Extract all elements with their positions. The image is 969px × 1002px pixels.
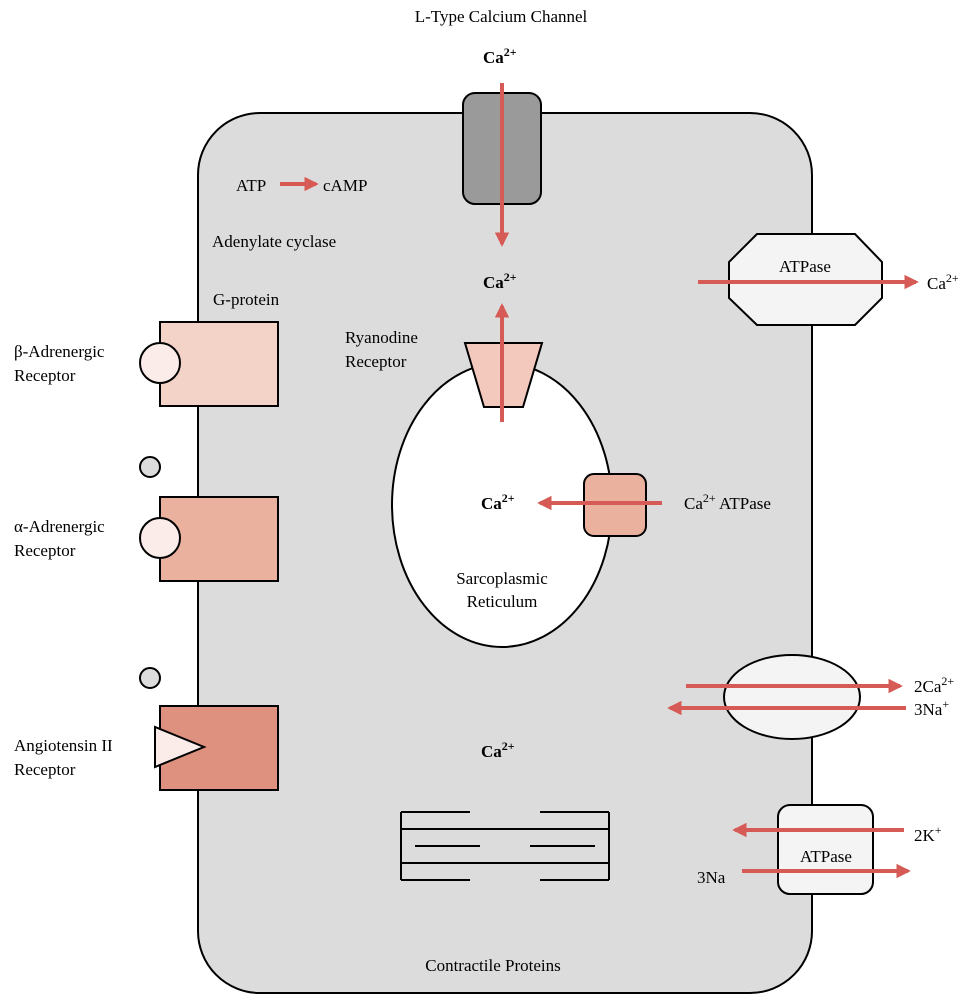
exchanger-na-label: 3Na+ [914,697,949,719]
na-ca-exchanger [723,654,861,740]
ryanodine-receptor-label: Ryanodine [345,328,418,347]
sr-label: Sarcoplasmic [456,569,548,588]
atp-label: ATP [236,176,266,195]
nak-k-label: 2K+ [914,823,942,845]
membrane-atpase-ca-label: Ca2+ [927,271,959,293]
angiotensin-receptor-label: Angiotensin II [14,736,113,755]
contractile-proteins-icon [400,811,610,881]
angiotensin-receptor-label-line2: Receptor [14,760,76,779]
nak-atpase-label: ATPase [800,847,852,866]
beta-receptor-label: β-Adrenergic [14,342,105,361]
serca-label: Ca2+ ATPase [684,491,771,513]
adenylate-cyclase-label: Adenylate cyclase [212,232,336,251]
alpha-ligand-site [139,517,181,559]
exchanger-ca-label: 2Ca2+ [914,674,954,696]
beta-receptor-label-line2: Receptor [14,366,76,385]
camp-label: cAMP [323,176,367,195]
l-type-channel-label: L-Type Calcium Channel [415,7,588,26]
sr-label-line2: Reticulum [467,592,538,611]
membrane-atpase-label: ATPase [779,257,831,276]
ryanodine-receptor-label-line2: Receptor [345,352,407,371]
angiotensin-ligand [139,667,161,689]
alpha-receptor-label-line2: Receptor [14,541,76,560]
alpha-receptor-label: α-Adrenergic [14,517,105,536]
ca-sr-label: Ca2+ [481,491,515,513]
ca-extracellular-label: Ca2+ [483,45,517,67]
contractile-proteins-label: Contractile Proteins [425,956,561,975]
angiotensin-ligand-site [154,725,207,769]
beta-ligand-site [139,342,181,384]
membrane-ca-atpase [728,233,883,326]
nak-na-label: 3Na [697,868,726,887]
ca-cytosol-lower-label: Ca2+ [481,739,515,761]
ca-cytosol-upper-label: Ca2+ [483,270,517,292]
alpha-ligand [139,456,161,478]
g-protein-label: G-protein [213,290,280,309]
